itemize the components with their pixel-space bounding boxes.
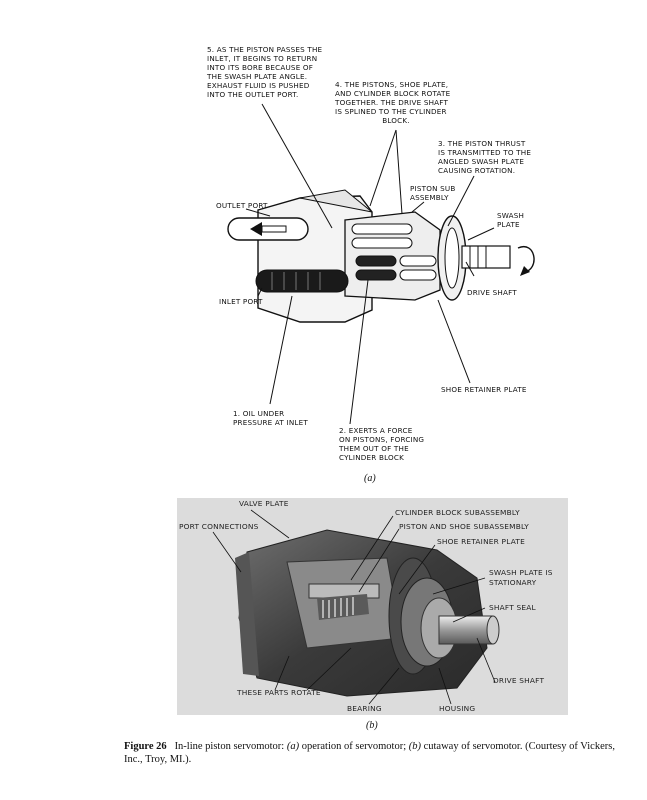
cylinder-cutaway <box>287 558 401 648</box>
sub-label-b: (b) <box>366 720 378 731</box>
label-cylinder-block-subassembly: CYLINDER BLOCK SUBASSEMBLY <box>395 508 520 517</box>
label-bearing: BEARING <box>347 704 382 713</box>
label-shoe-retainer-plate: SHOE RETAINER PLATE <box>441 385 527 394</box>
caption-b: (b) <box>409 741 421 752</box>
label-swash-plate: SWASH PLATE <box>497 211 524 229</box>
label-these-parts-rotate: THESE PARTS ROTATE <box>237 688 321 697</box>
label-step1: 1. OIL UNDER PRESSURE AT INLET <box>233 409 308 427</box>
figure-a: 5. AS THE PISTON PASSES THE INLET, IT BE… <box>0 0 647 490</box>
sub-label-a: (a) <box>364 473 376 484</box>
label-port-connections: PORT CONNECTIONS <box>179 522 259 531</box>
output-shaft <box>439 616 499 644</box>
label-shaft-seal: SHAFT SEAL <box>489 603 536 612</box>
caption-a: (a) <box>287 741 299 752</box>
caption-part2: operation of servomotor; <box>299 741 409 752</box>
label-valve-plate: VALVE PLATE <box>239 499 289 508</box>
label-inlet-port: INLET PORT <box>219 297 263 306</box>
label-outlet-port: OUTLET PORT <box>216 201 268 210</box>
label-shoe-retainer-plate-b: SHOE RETAINER PLATE <box>437 537 525 546</box>
caption-part1: In-line piston servomotor: <box>175 741 287 752</box>
label-piston-and-shoe-subassembly: PISTON AND SHOE SUBASSEMBLY <box>399 522 529 531</box>
label-housing: HOUSING <box>439 704 475 713</box>
figure-b-photo: VALVE PLATE PORT CONNECTIONS CYLINDER BL… <box>177 498 568 715</box>
label-step2: 2. EXERTS A FORCE ON PISTONS, FORCING TH… <box>339 426 424 462</box>
label-drive-shaft-b: DRIVE SHAFT <box>493 676 544 685</box>
caption-figure-number: Figure 26 <box>124 741 167 752</box>
label-step4: 4. THE PISTONS, SHOE PLATE, AND CYLINDER… <box>335 80 450 125</box>
label-swash-plate-stationary: SWASH PLATE IS STATIONARY <box>489 568 553 588</box>
label-drive-shaft: DRIVE SHAFT <box>467 288 517 297</box>
inlet-port-pipe <box>256 270 348 292</box>
drive-shaft <box>462 246 534 276</box>
label-step3: 3. THE PISTON THRUST IS TRANSMITTED TO T… <box>438 139 531 175</box>
cylinder-block <box>345 212 440 300</box>
label-step5: 5. AS THE PISTON PASSES THE INLET, IT BE… <box>207 45 322 99</box>
figure-caption: Figure 26 In-line piston servomotor: (a)… <box>124 740 624 766</box>
outlet-port-pipe <box>228 218 308 240</box>
label-piston-sub-assembly: PISTON SUB ASSEMBLY <box>410 184 455 202</box>
motor-operation-drawing <box>0 0 647 490</box>
